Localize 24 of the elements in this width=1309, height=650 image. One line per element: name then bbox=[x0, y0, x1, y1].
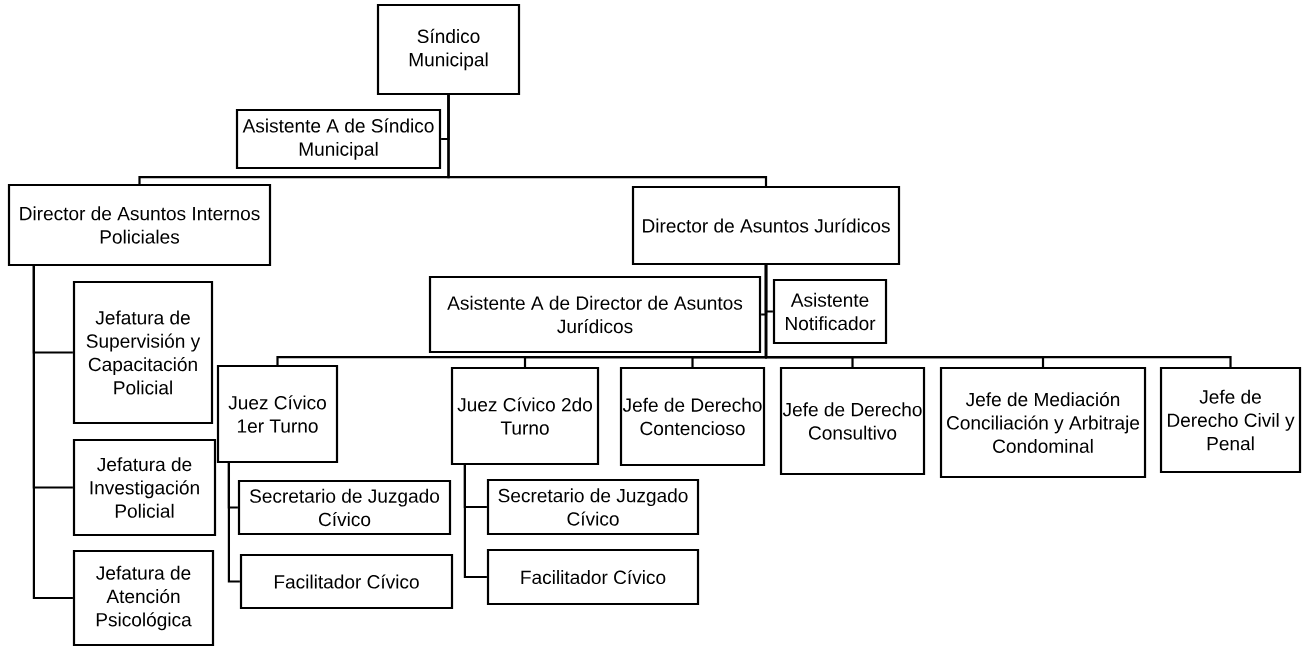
org-box: Jefatura de Investigación Policial bbox=[72, 438, 217, 537]
org-box: Asistente Notificador bbox=[772, 278, 888, 345]
org-box: Secretario de Juzgado Cívico bbox=[486, 478, 700, 536]
org-box: Síndico Municipal bbox=[376, 3, 521, 96]
org-box: Juez Cívico 1er Turno bbox=[216, 364, 339, 464]
connector-line bbox=[764, 265, 1232, 367]
org-box: Facilitador Cívico bbox=[239, 553, 454, 610]
connector-line bbox=[32, 266, 73, 600]
org-box: Jefe de Derecho Consultivo bbox=[779, 366, 926, 476]
connector-line bbox=[447, 95, 768, 186]
org-box: Juez Cívico 2do Turno bbox=[450, 366, 600, 466]
org-box: Director de Asuntos Internos Policiales bbox=[7, 183, 272, 267]
connector-line bbox=[463, 465, 487, 579]
org-box: Jefe de Mediación Conciliación y Arbitraje Condominal bbox=[939, 366, 1147, 479]
org-box: Jefe de Derecho Contencioso bbox=[619, 366, 766, 467]
org-box: Asistente A de Director de Asuntos Jurídicos bbox=[428, 275, 762, 354]
org-box: Asistente A de Síndico Municipal bbox=[235, 108, 442, 170]
org-box: Director de Asuntos Jurídicos bbox=[631, 185, 901, 266]
connector-line bbox=[227, 463, 240, 583]
org-box: Jefe de Derecho Civil y Penal bbox=[1159, 366, 1302, 474]
org-box: Jefatura de Atención Psicológica bbox=[72, 549, 215, 647]
org-box: Jefatura de Supervisión y Capacitación Policial bbox=[72, 280, 214, 425]
org-box: Facilitador Cívico bbox=[486, 548, 700, 606]
org-box: Secretario de Juzgado Cívico bbox=[237, 479, 452, 536]
